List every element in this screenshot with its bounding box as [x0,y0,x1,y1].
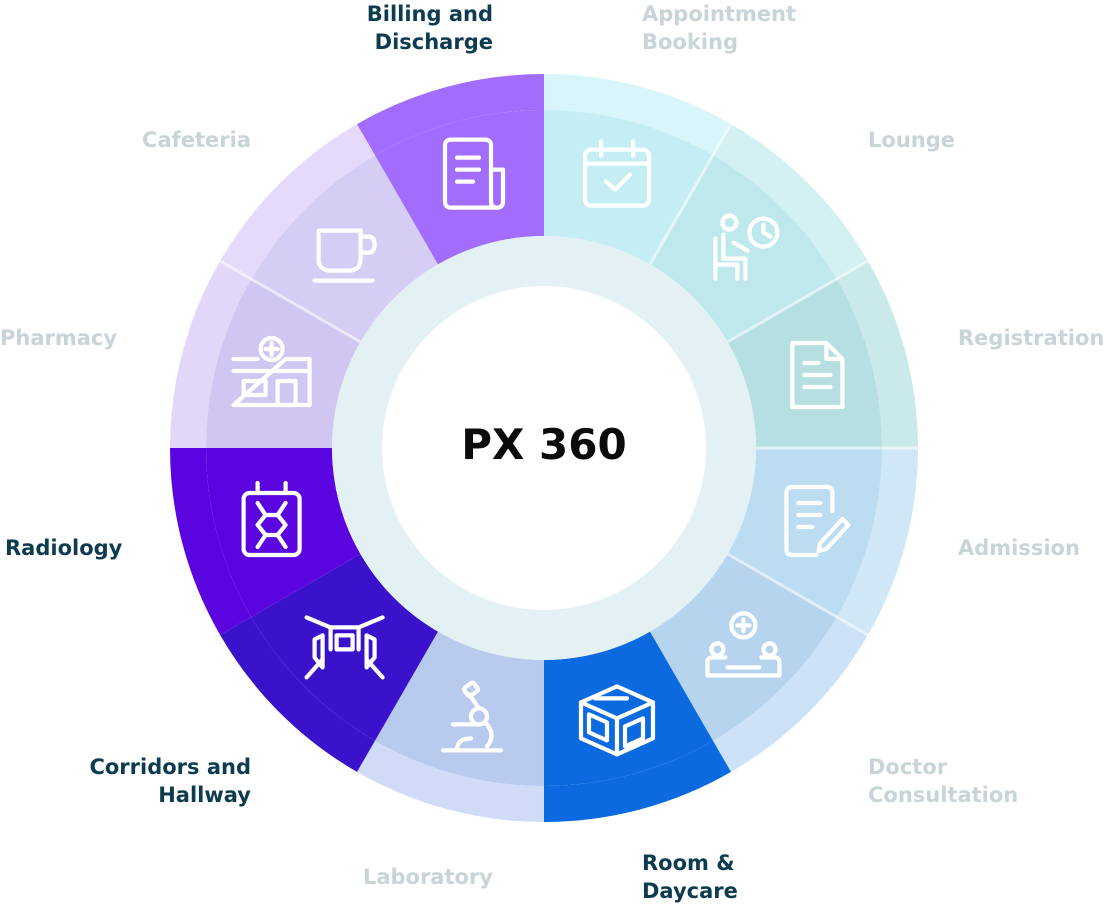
pharmacy-store-icon [231,335,312,408]
label-doctor-consultation[interactable]: Doctor Consultation [868,753,1018,809]
bill-receipt-icon [442,137,506,210]
label-room-daycare[interactable]: Room & Daycare [642,849,738,905]
label-line: Doctor [868,755,948,779]
segment-corridors-outer-band [220,617,375,772]
segment-billing-inner-band [375,110,544,265]
segment-divider [726,259,869,344]
document-icon [790,340,845,410]
label-line: Hallway [158,783,251,807]
corridor-icon [304,615,385,680]
label-line: Lounge [868,128,955,152]
segment-divider [648,123,733,266]
label-line: Billing and [366,2,493,26]
microscope-icon [440,680,504,753]
segment-cafeteria-outer-band [220,124,375,279]
segment-radiology-inner-band [206,448,361,617]
coffee-cup-icon [312,228,377,283]
label-line: Room & [642,851,735,875]
segment-cafeteria-inner-band [251,155,438,342]
segment-radiology-outer-band [170,448,252,635]
segment-laboratory-outer-band [357,740,544,822]
segment-admission-outer-band [836,448,918,635]
segment-room-inner-band [544,631,713,786]
segment-doctor-outer-band [713,617,868,772]
segment-pharmacy-outer-band [170,261,252,448]
segment-cafeteria[interactable] [220,124,438,342]
label-corridors-hallway[interactable]: Corridors and Hallway [89,753,251,809]
label-line: Cafeteria [142,128,251,152]
center-hub [382,286,706,610]
segment-lounge-outer-band [713,124,868,279]
segment-lounge[interactable] [650,124,868,342]
segment-laboratory-inner-band [375,631,544,786]
label-laboratory[interactable]: Laboratory [363,863,493,891]
label-pharmacy[interactable]: Pharmacy [0,324,117,352]
label-line: Consultation [868,783,1019,807]
label-line: Discharge [374,30,493,54]
xray-icon [241,480,302,558]
segment-radiology[interactable] [170,448,361,635]
label-cafeteria[interactable]: Cafeteria [142,126,251,154]
calendar-icon [582,139,652,208]
segment-room[interactable] [544,631,731,822]
label-radiology[interactable]: Radiology [5,534,122,562]
segment-doctor-inner-band [650,554,837,741]
form-edit-icon [784,484,851,558]
label-line: Appointment [642,2,797,26]
label-line: Laboratory [362,865,493,889]
segment-laboratory[interactable] [357,631,544,822]
segment-appointment-outer-band [544,74,731,156]
segment-doctor[interactable] [650,554,868,772]
segment-billing-outer-band [357,74,544,156]
segment-divider [219,259,362,344]
label-line: Corridors and [89,755,251,779]
segment-divider [726,552,869,637]
waiting-lounge-icon [713,213,780,281]
segment-corridors[interactable] [220,554,438,772]
label-appointment-booking[interactable]: Appointment Booking [642,0,796,56]
segment-registration-outer-band [836,261,918,448]
segment-billing[interactable] [357,74,544,265]
label-line: Pharmacy [0,326,118,350]
room-icon [578,684,656,757]
label-registration[interactable]: Registration [958,324,1104,352]
label-billing-discharge[interactable]: Billing and Discharge [367,0,493,56]
label-line: Registration [958,326,1105,350]
label-line: Daycare [642,879,738,903]
label-admission[interactable]: Admission [958,534,1080,562]
label-line: Admission [958,536,1080,560]
label-line: Booking [642,30,739,54]
label-lounge[interactable]: Lounge [868,126,955,154]
doctor-consultation-icon [705,611,782,678]
center-title: PX 360 [461,420,627,469]
segment-room-outer-band [544,740,731,822]
label-line: Radiology [5,536,123,560]
